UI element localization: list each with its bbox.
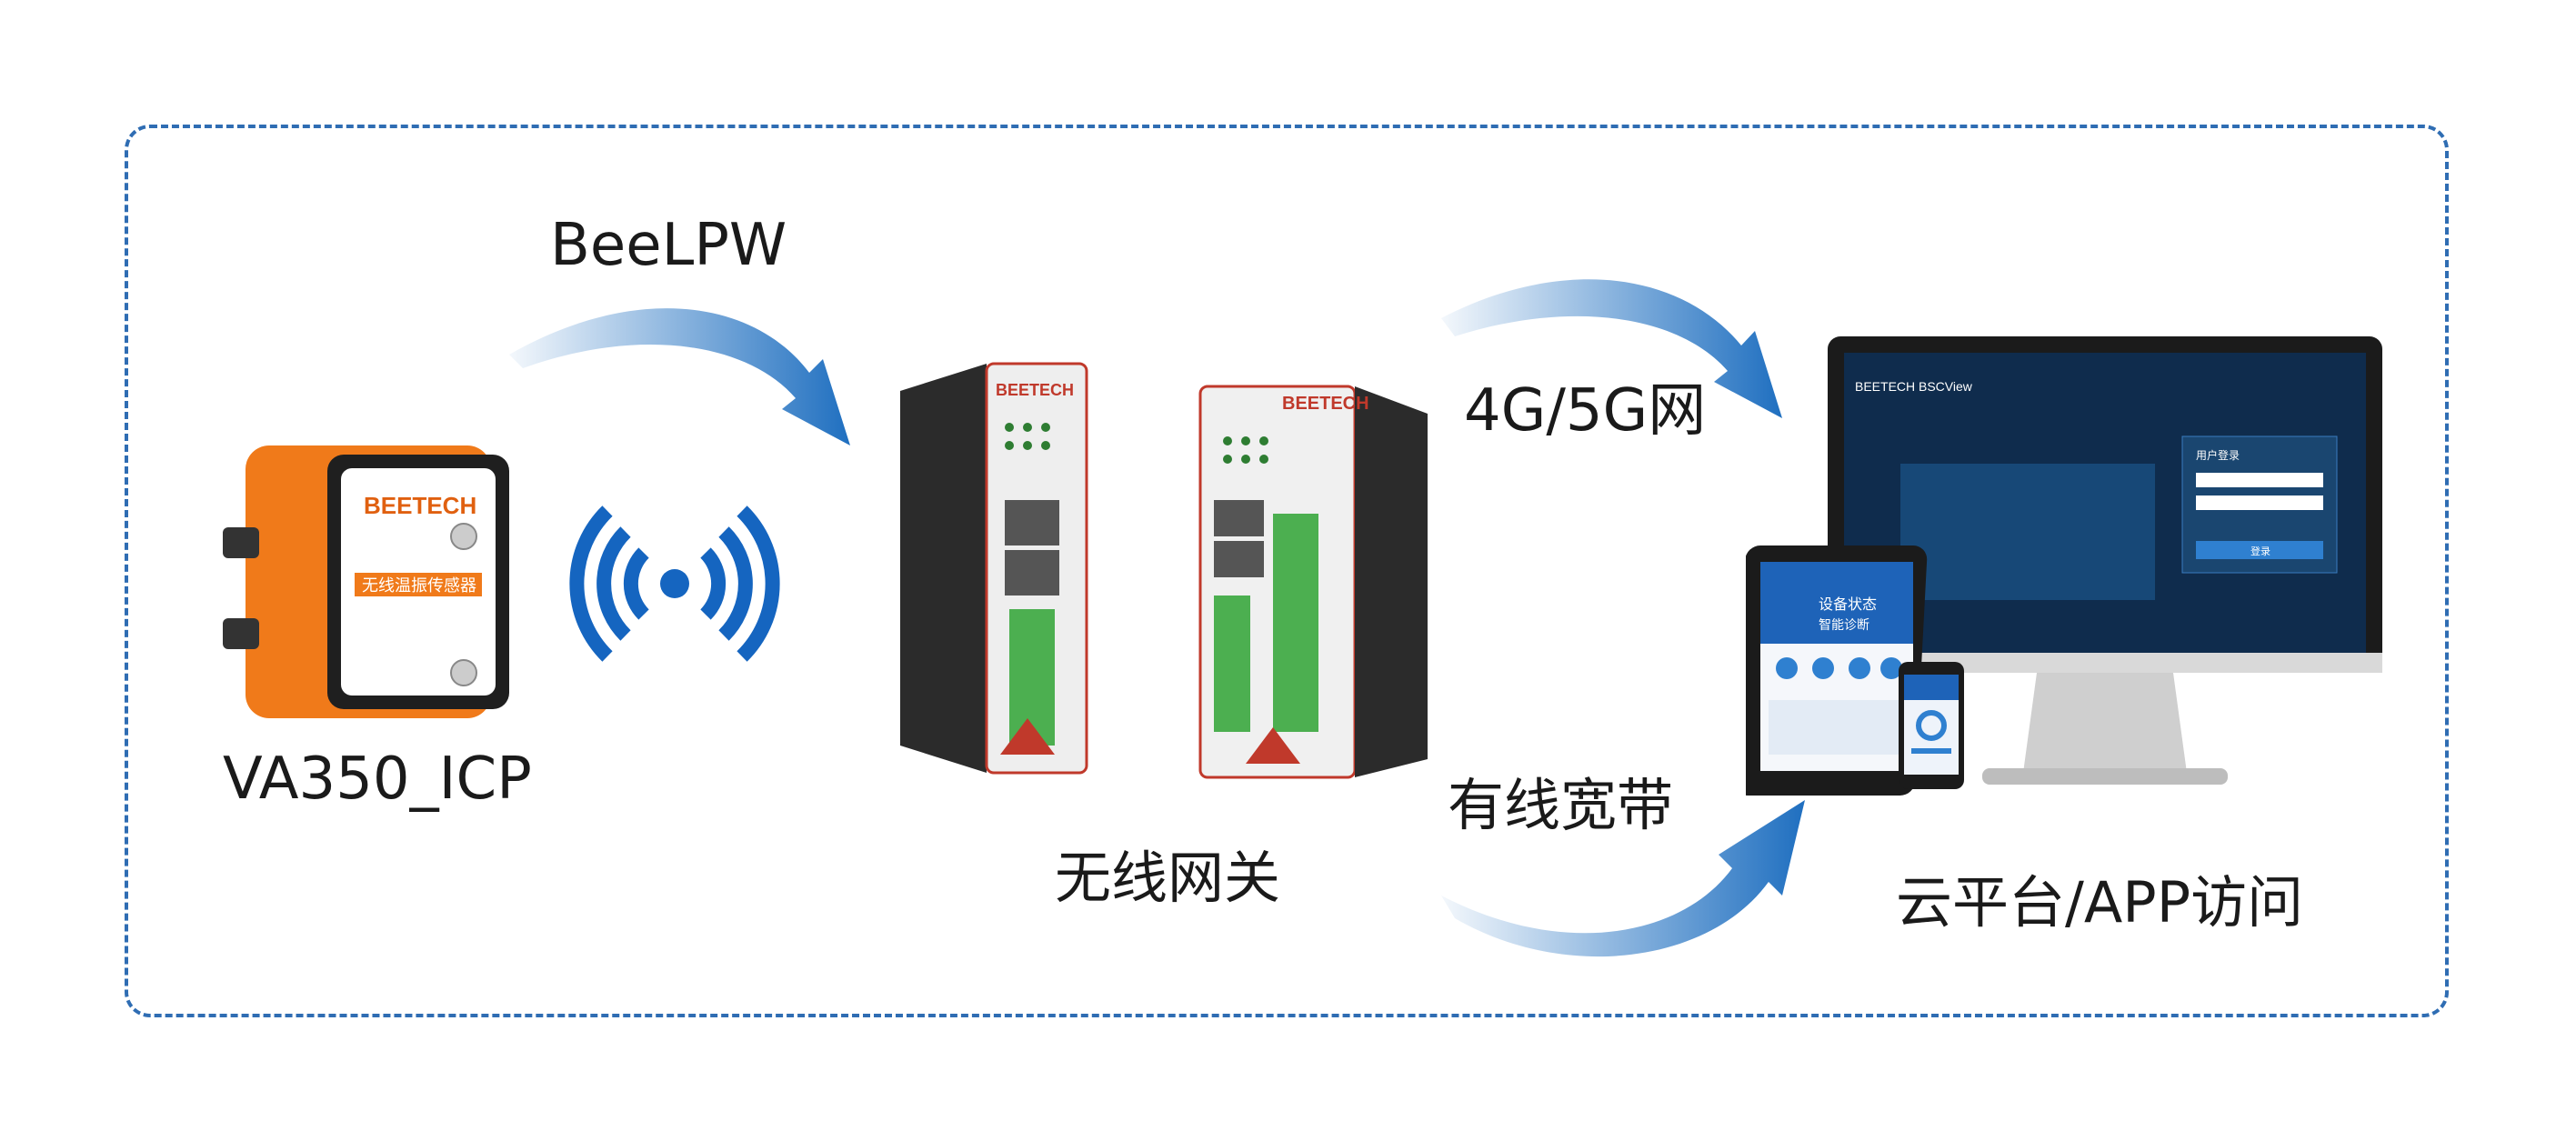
gateway-left-brand: BEETECH [996, 381, 1074, 399]
system-boundary-frame [125, 125, 2449, 1017]
wired-label: 有线宽带 [1448, 772, 1674, 838]
wireless-signal-icon [569, 505, 780, 662]
gateway-device-right: BEETECH [1198, 385, 1428, 779]
sensor-label: VA350_ICP [223, 746, 532, 813]
tablet-device: 设备状态 智能诊断 [1746, 545, 1928, 796]
tablet-subheadline: 智能诊断 [1819, 618, 1869, 633]
cloud-label: 云平台/APP访问 [1896, 869, 2304, 936]
desktop-monitor: BEETECH BSCView 用户登录 登录 [1828, 336, 2382, 785]
gateway-right-brand: BEETECH [1282, 394, 1369, 414]
gateway-device-left: BEETECH [900, 362, 1088, 775]
login-button: 登录 [2250, 545, 2270, 557]
wired-link-arrow [1441, 800, 1805, 957]
monitor-brand: BEETECH [1855, 379, 1915, 394]
cellular-label: 4G/5G网 [1464, 377, 1707, 445]
phone-device [1899, 662, 1964, 789]
wireless-link-arrow [509, 308, 850, 445]
cellular-link-arrow [1441, 279, 1782, 418]
gateway-label: 无线网关 [1055, 845, 1281, 911]
sensor-nameplate-text: 无线温振传感器 [362, 576, 476, 596]
login-title: 用户登录 [2196, 448, 2240, 462]
monitor-product: BSCView [1919, 379, 1973, 394]
sensor-brand-text: BEETECH [364, 492, 476, 519]
vibration-sensor-device: BEETECH 无线温振传感器 [223, 445, 509, 718]
protocol-label: BeeLPW [550, 212, 787, 279]
tablet-headline: 设备状态 [1819, 596, 1877, 613]
